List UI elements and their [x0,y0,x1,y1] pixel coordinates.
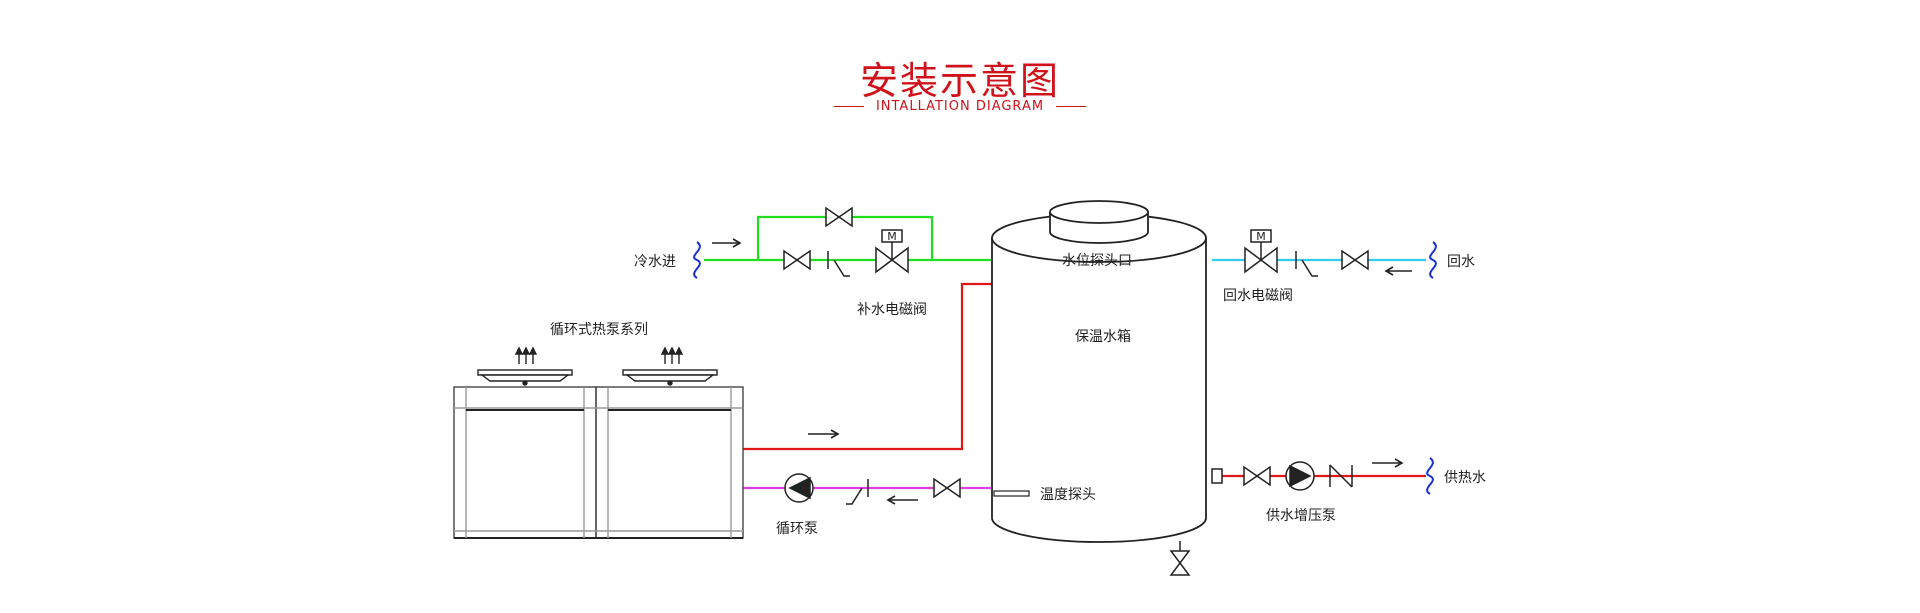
supply-isolation-valve [1243,465,1271,487]
subtitle-row: INTALLATION DIAGRAM [0,99,1920,114]
flow-arrows [712,238,1412,505]
label-return-valve: 回水电磁阀 [1223,288,1293,304]
hot-out-arrow [808,429,840,439]
label-booster-pump: 供水增压泵 [1266,508,1336,524]
cold-in-arrow [712,238,742,248]
diagram-subtitle: INTALLATION DIAGRAM [875,99,1045,114]
supply-outlet-stub [1211,468,1223,484]
temperature-probe-rod [993,490,1030,497]
label-temperature-probe: 温度探头 [1040,487,1096,503]
circulation-arrow [886,495,918,505]
circulation-pump-symbol [784,473,814,503]
return-solenoid-valve [1244,229,1278,274]
circulation-filter [846,479,869,505]
tank-top-hatch-lid [1049,200,1149,224]
subtitle-right-rule [1056,106,1087,107]
exhaust-up-arrows-1-icon [514,346,538,364]
label-makeup-valve: 补水电磁阀 [857,302,927,318]
subtitle-left-rule [833,106,864,107]
booster-pump-symbol [1285,461,1315,491]
supply-arrow [1372,458,1404,468]
circulation-valve [933,477,961,499]
label-level-probe-port: 水位探头口 [1062,253,1132,269]
label-hot-water-supply: 供热水 [1444,470,1486,486]
return-arrow [1384,266,1412,276]
diagram-title: 安装示意图 [859,59,1060,103]
insulated-water-tank [991,200,1207,543]
exhaust-up-arrows-2-icon [660,346,684,364]
return-valve-motor-mark: M [1256,230,1266,243]
label-insulated-tank: 保温水箱 [1075,329,1131,345]
label-cold-water-in: 冷水进 [634,254,676,270]
cold-water-inlet-wave [693,241,701,279]
hot-water-outlet-pipe [743,282,992,451]
cold-filter [827,251,850,277]
hot-water-supply-wave [1426,457,1434,495]
makeup-valve-motor-mark: M [887,230,897,243]
heat-pump-units [453,386,744,539]
label-circulation-pump: 循环泵 [776,521,818,537]
cold-isolation-valve [783,249,811,271]
drain-valve [1169,541,1191,576]
return-filter [1295,251,1318,277]
makeup-solenoid-valve [875,229,909,274]
heat-pump-fan-1 [477,369,573,386]
label-return-water: 回水 [1447,254,1475,270]
check-valve [1329,464,1353,488]
return-water-wave [1429,241,1437,279]
return-isolation-valve [1341,249,1369,271]
heat-pump-fan-2 [622,369,718,386]
label-heat-pump-series: 循环式热泵系列 [550,322,648,338]
cold-bypass-valve [825,206,853,228]
